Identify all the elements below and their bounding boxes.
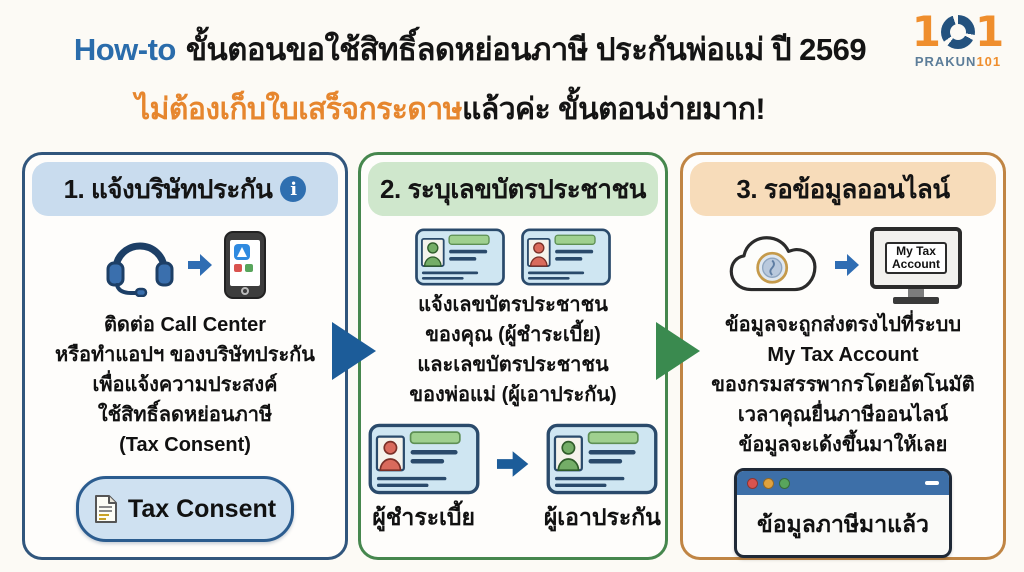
- minimize-dot-icon: [763, 477, 774, 489]
- logo-digit-left: 1: [911, 7, 941, 56]
- browser-window: ข้อมูลภาษีมาแล้ว: [734, 468, 952, 558]
- maximize-dot-icon: [779, 477, 790, 489]
- step1-line: ใช้สิทธิ์ลดหย่อนภาษี: [97, 404, 273, 426]
- insured-label: ผู้เอาประกัน: [543, 504, 661, 530]
- id-card-icon: [521, 228, 611, 286]
- step3-line: ข้อมูลจะถูกส่งตรงไปที่ระบบ: [724, 314, 962, 336]
- step1-line: หรือทำแอปฯ ของบริษัทประกัน: [55, 344, 315, 366]
- id-card-icon: [415, 228, 505, 286]
- logo-aperture-icon: [941, 15, 975, 49]
- payer-card-icon: [368, 423, 480, 495]
- monitor-screen: My Tax Account: [870, 226, 962, 289]
- step1-line: เพื่อแจ้งความประสงค์: [92, 374, 278, 396]
- insured-card-icon: [546, 423, 658, 495]
- step3-panel: 3. รอข้อมูลออนไลน์ My Tax Account: [680, 152, 1006, 560]
- step2-line: ของพ่อแม่ (ผู้เอาประกัน): [409, 384, 617, 406]
- monitor-stand: [908, 288, 924, 297]
- logo-number: 1 1: [908, 7, 1008, 56]
- monitor-label-line2: Account: [892, 256, 940, 271]
- howto-label: How-to: [73, 32, 177, 67]
- tax-consent-label: Tax Consent: [127, 494, 277, 523]
- cloud-seal-icon: [729, 236, 817, 292]
- step2-panel: 2. ระบุเลขบัตรประชาชน: [358, 152, 668, 560]
- step2-line: แจ้งเลขบัตรประชาชน: [418, 294, 608, 316]
- step2-title: 2. ระบุเลขบัตรประชาชน: [380, 173, 646, 204]
- logo-brand-name: PRAKUN: [914, 54, 977, 69]
- arrow-right-icon: [835, 254, 859, 276]
- prakun101-logo: 1 1 PRAKUN101: [908, 7, 1008, 70]
- step3-title: 3. รอข้อมูลออนไลน์: [736, 173, 950, 204]
- step2-header: 2. ระบุเลขบัตรประชาชน: [368, 162, 658, 216]
- step1-panel: 1. แจ้งบริษัทประกัน i: [22, 152, 348, 560]
- step2-line: และเลขบัตรประชาชน: [417, 354, 609, 376]
- step3-description: ข้อมูลจะถูกส่งตรงไปที่ระบบ My Tax Accoun…: [683, 310, 1003, 460]
- step1-line: (Tax Consent): [119, 434, 251, 456]
- step3-icon-row: My Tax Account: [683, 224, 1003, 306]
- step3-line: ข้อมูลจะเด้งขึ้นมาให้เลย: [738, 434, 948, 456]
- step3-line: เวลาคุณยื่นภาษีออนไลน์: [737, 404, 949, 426]
- monitor-base: [893, 296, 939, 304]
- step2-line: ของคุณ (ผู้ชำระเบี้ย): [425, 324, 601, 346]
- step2-to-step3-arrow-icon: [656, 322, 700, 380]
- close-dot-icon: [747, 477, 758, 489]
- browser-message: ข้อมูลภาษีมาแล้ว: [757, 511, 929, 537]
- monitor-label: My Tax Account: [885, 241, 947, 274]
- arrow-right-icon: [188, 254, 212, 276]
- step3-line: ของกรมสรรพากรโดยอัตโนมัติ: [711, 374, 975, 396]
- step1-to-step2-arrow-icon: [332, 322, 376, 380]
- payer-card-group: ผู้ชำระเบี้ย: [361, 422, 486, 536]
- step2-small-cards: [361, 228, 665, 286]
- insured-card-group: ผู้เอาประกัน: [540, 422, 665, 536]
- step3-header: 3. รอข้อมูลออนไลน์: [690, 162, 996, 216]
- step1-line: ติดต่อ Call Center: [103, 314, 267, 336]
- step1-icon-row: [25, 224, 345, 306]
- headset-icon: [106, 242, 174, 297]
- payer-label: ผู้ชำระเบี้ย: [372, 504, 475, 530]
- monitor-label-line1: My Tax: [896, 243, 936, 258]
- browser-titlebar: [737, 471, 949, 495]
- subtitle-rest: แล้วค่ะ ขั้นตอนง่ายมาก!: [461, 93, 765, 126]
- title-text: ขั้นตอนขอใช้สิทธิ์ลดหย่อนภาษี ประกันพ่อแ…: [185, 32, 867, 67]
- logo-digit-right: 1: [975, 7, 1005, 56]
- step3-line: My Tax Account: [767, 344, 919, 366]
- logo-brand: PRAKUN101: [908, 54, 1008, 69]
- smartphone-icon: [224, 231, 266, 299]
- step2-card-flow: ผู้ชำระเบี้ย ผู้เอาประกัน: [361, 422, 665, 536]
- page-subtitle: ไม่ต้องเก็บใบเสร็จกระดาษแล้วค่ะ ขั้นตอนง…: [0, 86, 900, 133]
- step1-header: 1. แจ้งบริษัทประกัน i: [32, 162, 338, 216]
- step1-title: 1. แจ้งบริษัทประกัน: [63, 173, 273, 204]
- subtitle-highlight: ไม่ต้องเก็บใบเสร็จกระดาษ: [135, 93, 462, 126]
- info-icon[interactable]: i: [280, 176, 307, 202]
- step1-description: ติดต่อ Call Center หรือทำแอปฯ ของบริษัทป…: [25, 310, 345, 460]
- logo-brand-number: 101: [976, 54, 1002, 69]
- titlebar-dash: [925, 481, 939, 485]
- tax-consent-button[interactable]: Tax Consent: [76, 476, 294, 542]
- step2-description: แจ้งเลขบัตรประชาชน ของคุณ (ผู้ชำระเบี้ย)…: [361, 290, 665, 410]
- document-icon: [94, 495, 117, 523]
- arrow-right-icon: [497, 451, 529, 477]
- monitor-icon: My Tax Account: [870, 226, 962, 304]
